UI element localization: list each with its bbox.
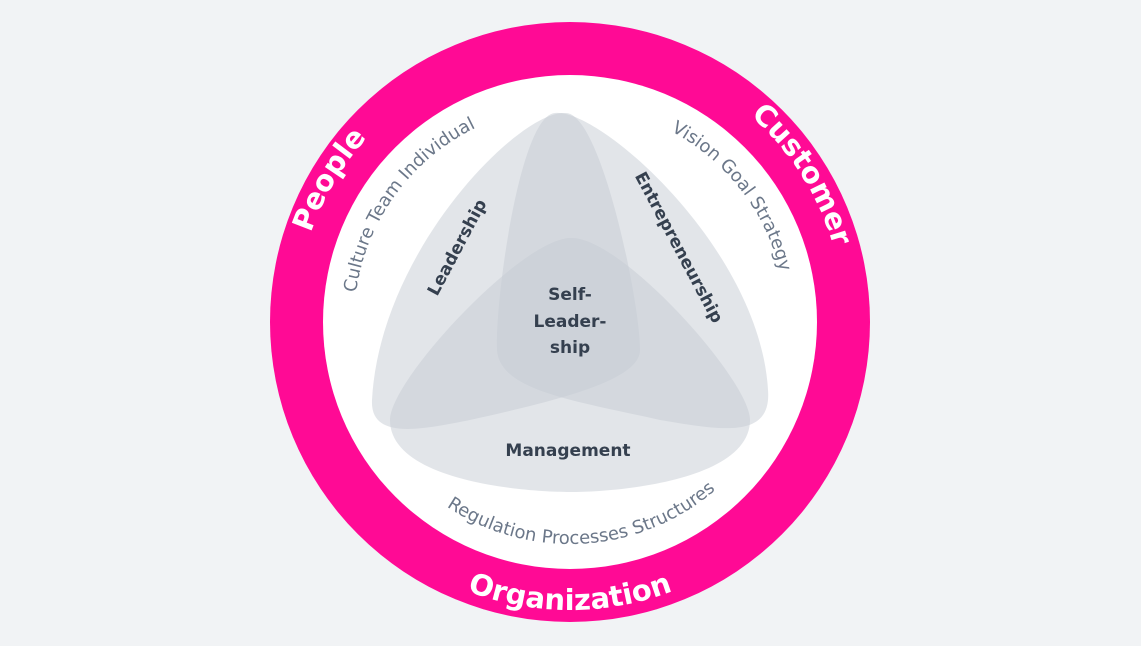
- management-area: [390, 237, 750, 492]
- self-leadership-line2: Leader-: [534, 312, 607, 332]
- management-label: Management: [505, 441, 630, 461]
- self-leadership-line1: Self-: [548, 285, 592, 305]
- self-leadership-line3: ship: [550, 338, 590, 358]
